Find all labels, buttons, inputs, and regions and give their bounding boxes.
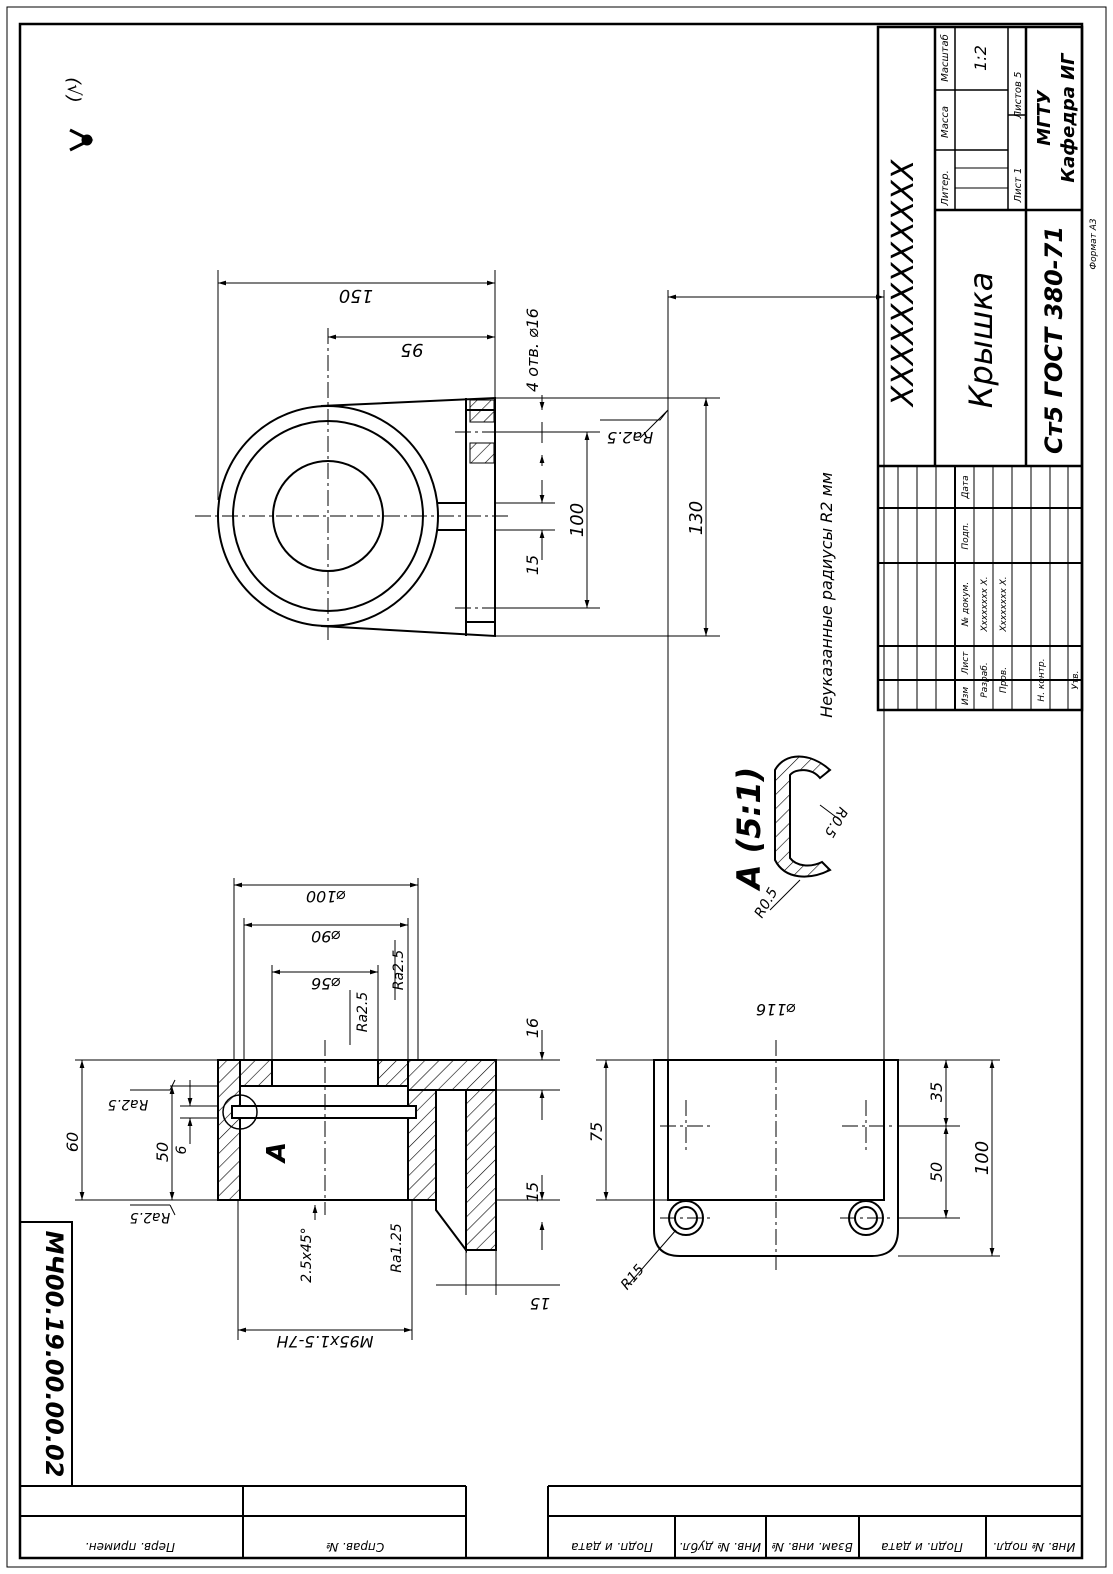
side-view-dims bbox=[596, 290, 1000, 1286]
strip-perv-primen: Перв. примен. bbox=[85, 1540, 175, 1554]
part-name: Крышка bbox=[962, 272, 1000, 409]
col-izm: Изм bbox=[961, 687, 971, 706]
dim-100: 100 bbox=[567, 503, 588, 537]
detail-r1: R0.5 bbox=[820, 804, 850, 840]
org-line2: Кафедра ИГ bbox=[1058, 52, 1079, 183]
roughness-sign-icon bbox=[69, 128, 94, 152]
sec-d50: 50 bbox=[153, 1142, 172, 1162]
dim-95: 95 bbox=[401, 339, 424, 360]
label-sheet: Лист 1 bbox=[1013, 168, 1024, 204]
sec-ra-top: Ra2.5 bbox=[108, 1096, 149, 1112]
section-dims bbox=[75, 878, 560, 1340]
sec-d100: ⌀100 bbox=[306, 887, 346, 906]
label-mass: Масса bbox=[940, 106, 951, 138]
surface-mark: (√) bbox=[63, 77, 84, 103]
row-razrab: Разраб. bbox=[980, 662, 990, 697]
strip-podp-data-2: Подп. и дата bbox=[881, 1540, 963, 1554]
sec-d15a: 15 bbox=[523, 1182, 542, 1202]
format-label: Формат А3 bbox=[1089, 218, 1099, 270]
strip-inv-podl: Инв. № подл. bbox=[993, 1540, 1076, 1554]
outer-border bbox=[6, 6, 1107, 1568]
top-view-centerlines bbox=[195, 328, 510, 640]
strip-inv-dubl: Инв. № дубл. bbox=[679, 1540, 761, 1554]
side-d50: 50 bbox=[927, 1162, 946, 1182]
col-list: Лист bbox=[961, 651, 971, 676]
strip-vzam-inv: Взам. инв. № bbox=[771, 1540, 852, 1554]
sec-d15b: 15 bbox=[530, 1294, 550, 1313]
sec-d6: 6 bbox=[174, 1145, 190, 1154]
side-d116-dup: ⌀116 bbox=[756, 1000, 796, 1019]
title-block bbox=[876, 25, 1084, 712]
sec-d16: 16 bbox=[523, 1018, 542, 1038]
strip-podp-data-1: Подп. и дата bbox=[571, 1540, 653, 1554]
label-scale: Масштаб bbox=[939, 34, 951, 82]
org-line1: МГТУ bbox=[1034, 89, 1055, 146]
sec-ra-a: Ra2.5 bbox=[355, 992, 371, 1033]
detail-a bbox=[774, 755, 832, 878]
sec-d60: 60 bbox=[63, 1132, 82, 1152]
sec-thread: M95x1.5-7H bbox=[276, 1332, 373, 1351]
name-prov: Хххххххх Х. bbox=[999, 576, 1009, 632]
dim-130: 130 bbox=[686, 501, 707, 535]
detail-title: A (5:1) bbox=[730, 767, 768, 892]
doc-code: XXXXXXXXXXXX bbox=[886, 158, 921, 408]
side-r15: R15 bbox=[618, 1262, 648, 1293]
top-view bbox=[217, 396, 496, 638]
label-sheets: Листов 5 bbox=[1013, 72, 1024, 120]
col-docnum: № докум. bbox=[961, 582, 971, 627]
bottom-strip bbox=[20, 1485, 1082, 1558]
sec-chamfer: 2.5x45° bbox=[299, 1227, 315, 1282]
row-prov: Пров. bbox=[999, 667, 1009, 693]
row-utv: Утв. bbox=[1071, 671, 1081, 690]
note-radii: Неуказанные радиусы R2 мм bbox=[817, 472, 836, 718]
sec-ra-b: Ra2.5 bbox=[391, 950, 407, 991]
side-view-centerlines bbox=[660, 1040, 892, 1270]
inner-frame bbox=[18, 22, 1084, 1560]
dim-ra-top: Ra2.5 bbox=[607, 428, 653, 447]
sec-ref-a: A bbox=[262, 1142, 292, 1164]
section-view bbox=[217, 1059, 497, 1253]
side-d100: 100 bbox=[972, 1141, 993, 1175]
side-stamp: МЧ00.19.00.00.02 bbox=[40, 1231, 68, 1478]
col-sign: Подп. bbox=[961, 522, 971, 549]
dim-150: 150 bbox=[339, 285, 373, 306]
sec-d90: ⌀90 bbox=[311, 927, 341, 946]
dim-15: 15 bbox=[523, 555, 542, 575]
name-razrab: Хххххххх Х. bbox=[980, 576, 990, 632]
side-d75: 75 bbox=[587, 1122, 606, 1142]
title-block-text: XXXXXXXXXXXX Крышка Ст5 ГОСТ 380-71 МГТУ… bbox=[886, 34, 1099, 705]
material: Ст5 ГОСТ 380-71 bbox=[1040, 226, 1068, 454]
scale-value: 1:2 bbox=[971, 45, 990, 71]
sec-ra125: Ra1.25 bbox=[389, 1223, 405, 1273]
side-d35: 35 bbox=[927, 1082, 946, 1102]
top-view-dims bbox=[217, 270, 720, 637]
dim-holes: 4 отв. ⌀16 bbox=[523, 308, 542, 392]
side-stamp-box bbox=[19, 1221, 73, 1487]
row-nkontr: Н. контр. bbox=[1037, 658, 1047, 701]
sec-ra-bottom: Ra2.5 bbox=[130, 1209, 171, 1225]
col-date: Дата bbox=[961, 475, 971, 499]
label-litera: Литер. bbox=[940, 170, 951, 207]
sec-d56: ⌀56 bbox=[311, 974, 341, 993]
strip-sprav-no: Справ. № bbox=[326, 1540, 384, 1554]
